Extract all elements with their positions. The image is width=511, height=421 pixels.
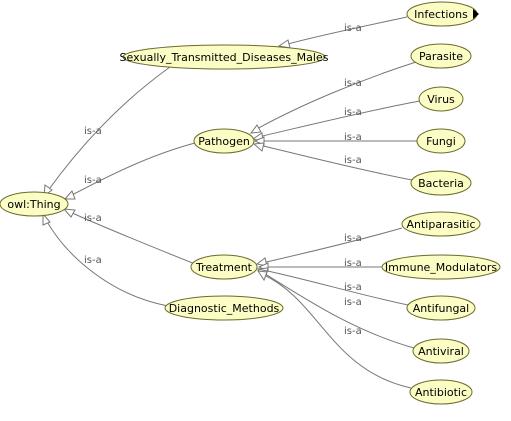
node-antiviral[interactable]: Antiviral [412,338,470,364]
node-label: Infections [414,8,468,21]
node-infections[interactable]: Infections [406,1,479,27]
node-label: Antiparasitic [406,218,475,231]
node-owl-thing[interactable]: owl:Thing [0,191,69,217]
arrowhead-icon [255,257,268,267]
node-label: Bacteria [418,177,464,190]
node-ellipse [401,211,481,237]
node-antibiotic[interactable]: Antibiotic [409,379,473,405]
node-label: Sexually_Transmitted_Diseases_Males [120,51,329,64]
edge-label: is-a [344,155,362,166]
node-pathogen[interactable]: Pathogen [193,128,255,154]
node-ellipse [418,86,464,112]
arrowhead-icon [249,124,262,134]
edge-virus-to-pathogen: is-a [251,100,421,142]
edge-treatment-to-owl-thing: is-a [62,208,196,265]
edge-label: is-a [344,107,362,118]
arrowhead-icon [252,142,265,152]
edge-label: is-a [344,132,362,143]
arrowhead-icon [62,208,76,218]
node-label: Treatment [195,261,253,274]
node-ellipse [193,128,255,154]
edge-bacteria-to-pathogen: is-a [252,142,413,181]
node-virus[interactable]: Virus [418,86,464,112]
edge-label: is-a [344,326,362,337]
edge-line [261,271,415,349]
edge-infections-to-stdm: is-a [277,16,408,49]
edge-layer: is-a is-a is-a is-a [42,16,421,389]
edge-line [69,211,196,265]
node-label: Diagnostic_Methods [169,302,280,315]
node-label: Antibiotic [415,386,467,399]
node-sexually-transmitted-diseases-males[interactable]: Sexually_Transmitted_Diseases_Males [120,44,329,70]
edge-label: is-a [84,175,102,186]
node-label: Antifungal [413,302,469,315]
node-ellipse [412,338,470,364]
edge-pathogen-to-owl-thing: is-a [63,142,196,200]
node-ellipse [190,254,258,280]
edge-label: is-a [344,233,362,244]
node-label: owl:Thing [7,198,60,211]
edge-fungi-to-pathogen: is-a [253,132,418,146]
node-fungi[interactable]: Fungi [416,128,466,154]
edge-line [257,100,421,138]
edge-antiparasitic-to-treatment: is-a [255,227,403,267]
edge-line [261,227,403,264]
node-layer: owl:Thing Sexually_Transmitted_Diseases_… [0,1,501,405]
edge-diagnostic-methods-to-owl-thing: is-a [42,212,169,307]
node-ellipse [122,44,326,70]
edge-line [258,144,413,181]
node-ellipse [381,254,501,280]
edge-label: is-a [344,23,362,34]
arrowhead-icon [256,270,268,282]
node-ellipse [410,43,472,69]
edge-line [44,217,169,307]
edge-label: is-a [84,255,102,266]
node-label: Antiviral [418,345,464,358]
node-ellipse [409,379,473,405]
node-ellipse [410,170,472,196]
node-label: Immune_Modulators [385,261,497,274]
edge-label: is-a [344,78,362,89]
node-label: Fungi [426,135,456,148]
node-label: Pathogen [198,135,250,148]
edge-immune-modulators-to-treatment: is-a [257,258,383,272]
node-label: Virus [427,93,455,106]
node-bacteria[interactable]: Bacteria [410,170,472,196]
node-ellipse [164,295,284,321]
node-treatment[interactable]: Treatment [190,254,258,280]
edge-line [254,61,417,131]
arrowhead-icon [42,212,51,226]
node-parasite[interactable]: Parasite [410,43,472,69]
edge-line [46,66,171,193]
edge-antibiotic-to-treatment: is-a [256,270,412,389]
edge-label: is-a [344,282,362,293]
edge-line [261,273,412,389]
edge-label: is-a [84,126,102,137]
edge-line [262,269,409,306]
edge-parasite-to-pathogen: is-a [249,61,417,134]
arrowhead-icon [63,190,76,200]
node-antifungal[interactable]: Antifungal [406,295,476,321]
node-ellipse [416,128,466,154]
node-ellipse [406,295,476,321]
edge-label: is-a [84,213,102,224]
edge-line [283,16,408,46]
edge-label: is-a [344,258,362,269]
edge-line [69,142,196,197]
node-immune-modulators[interactable]: Immune_Modulators [381,254,501,280]
node-ellipse [0,191,69,217]
node-diagnostic-methods[interactable]: Diagnostic_Methods [164,295,284,321]
triangle-right-icon[interactable] [473,9,479,19]
node-label: Parasite [419,50,463,63]
edge-label: is-a [344,297,362,308]
node-antiparasitic[interactable]: Antiparasitic [401,211,481,237]
